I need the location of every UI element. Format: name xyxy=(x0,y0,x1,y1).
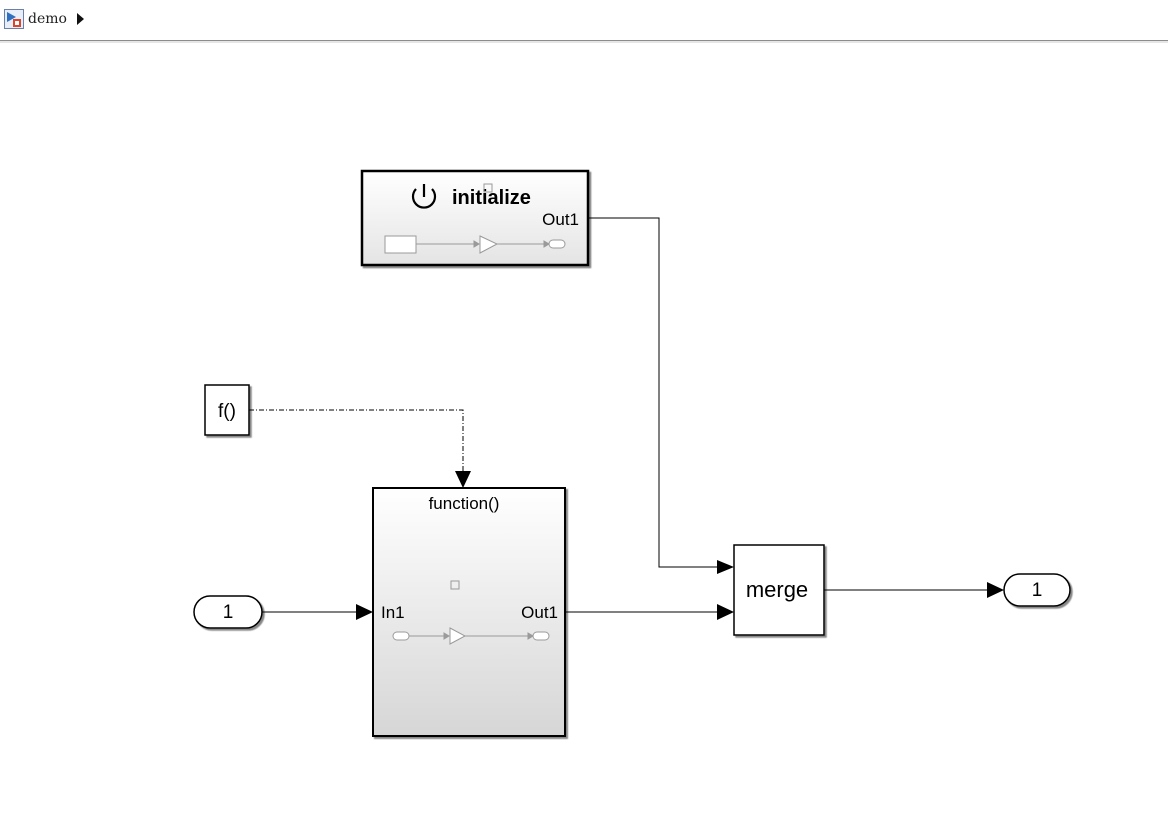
subsystem-marker xyxy=(483,183,493,193)
breadcrumb[interactable]: demo xyxy=(4,9,84,29)
function-caller-label: f() xyxy=(218,401,236,422)
inport-label: 1 xyxy=(223,602,234,623)
diagram-canvas: initialize Out1 f() function() In1 Out1 xyxy=(193,169,1071,737)
signal-line-subsystem-to-merge[interactable] xyxy=(565,604,734,620)
simulink-model-icon xyxy=(4,9,24,29)
triangle-right-icon[interactable] xyxy=(76,13,84,25)
power-icon xyxy=(411,184,437,209)
function-caller-block[interactable]: f() xyxy=(204,384,250,436)
function-subsystem-in-port-label: In1 xyxy=(381,603,405,622)
initialize-title: initialize xyxy=(452,187,531,209)
merge-block[interactable]: merge xyxy=(733,544,825,636)
function-subsystem-title: function() xyxy=(429,494,500,513)
toolbar: demo xyxy=(0,0,1168,41)
breadcrumb-model-name[interactable]: demo xyxy=(28,11,67,27)
signal-line-function-call[interactable] xyxy=(249,409,471,488)
outport-label: 1 xyxy=(1032,580,1043,601)
signal-line-initialize-to-merge[interactable] xyxy=(588,217,734,574)
initialize-out-port-label: Out1 xyxy=(542,210,579,229)
function-subsystem-mini-diagram xyxy=(392,627,550,645)
subsystem-marker xyxy=(450,580,460,590)
function-subsystem-out-port-label: Out1 xyxy=(521,603,558,622)
inport-block[interactable]: 1 xyxy=(193,595,263,629)
initialize-subsystem-block[interactable]: initialize Out1 xyxy=(360,169,590,267)
initialize-mini-diagram xyxy=(384,235,566,254)
signal-line-inport-to-subsystem[interactable] xyxy=(262,604,373,620)
merge-label: merge xyxy=(746,577,808,602)
function-subsystem-block[interactable]: function() In1 Out1 xyxy=(372,487,566,737)
signal-line-merge-to-outport[interactable] xyxy=(824,582,1004,598)
outport-block[interactable]: 1 xyxy=(1003,573,1071,607)
